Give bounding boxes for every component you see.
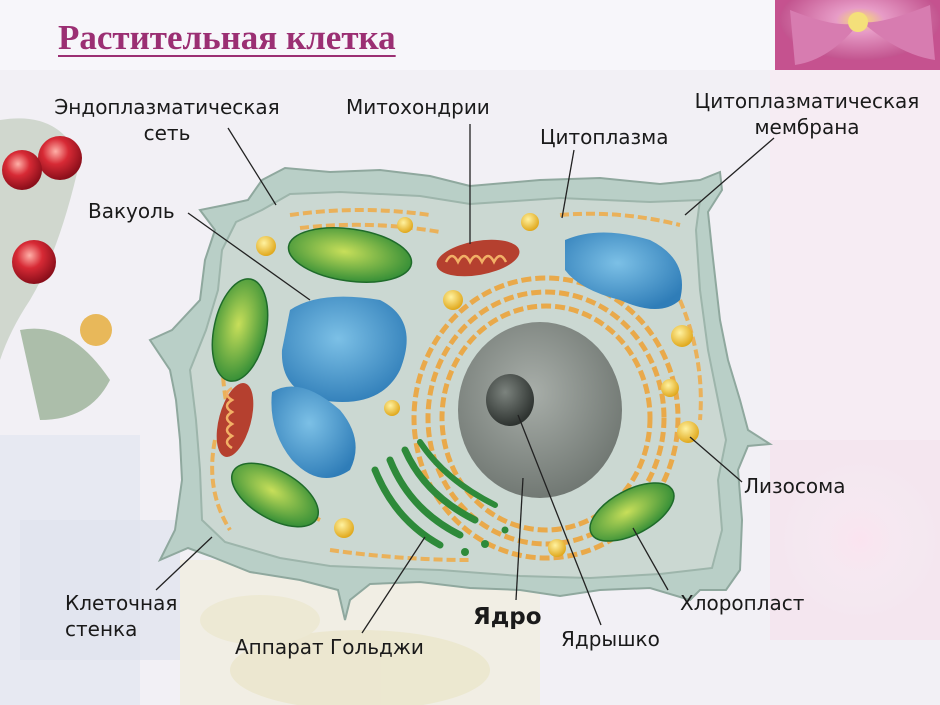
nucleolus-shape (486, 374, 534, 426)
lysosomes (256, 213, 699, 557)
bottom-flower-image (200, 595, 490, 705)
label-chloroplast: Хлоропласт (680, 591, 805, 615)
er-strands (210, 208, 703, 562)
label-cell-wall: Клеточная стенка (65, 591, 178, 641)
er-rings (411, 275, 681, 561)
label-cytoplasm: Цитоплазма (540, 125, 669, 149)
nucleus-shape (458, 322, 622, 498)
label-membrane: Цитоплазматическая мембрана (694, 89, 920, 139)
chloroplast-shape-4 (589, 482, 675, 542)
golgi-shape (371, 439, 509, 556)
label-golgi: Аппарат Гольджи (235, 635, 424, 659)
label-nucleolus: Ядрышко (561, 627, 660, 651)
vacuole-shape-3 (271, 386, 356, 478)
label-er: Эндоплазматическая сеть (54, 95, 280, 145)
page-title: Растительная клетка (58, 18, 396, 57)
chloroplast-shape-3 (230, 462, 320, 528)
label-mitochondria: Митохондрии (346, 95, 490, 119)
vacuole-shape-2 (565, 232, 682, 309)
chloroplast-shape-1 (287, 227, 413, 283)
leader-lines (155, 124, 775, 634)
chloroplast-shape-2 (211, 278, 269, 382)
berries-image (0, 118, 112, 420)
flower-image (780, 0, 940, 65)
vacuole-shape-1 (281, 296, 407, 402)
fluff-image (780, 460, 940, 620)
mitochondrion-shape-1 (436, 239, 520, 277)
label-vacuole: Вакуоль (88, 199, 175, 223)
label-lysosome: Лизосома (744, 474, 846, 498)
label-nucleus: Ядро (473, 604, 542, 630)
mitochondrion-shape-2 (216, 383, 254, 457)
